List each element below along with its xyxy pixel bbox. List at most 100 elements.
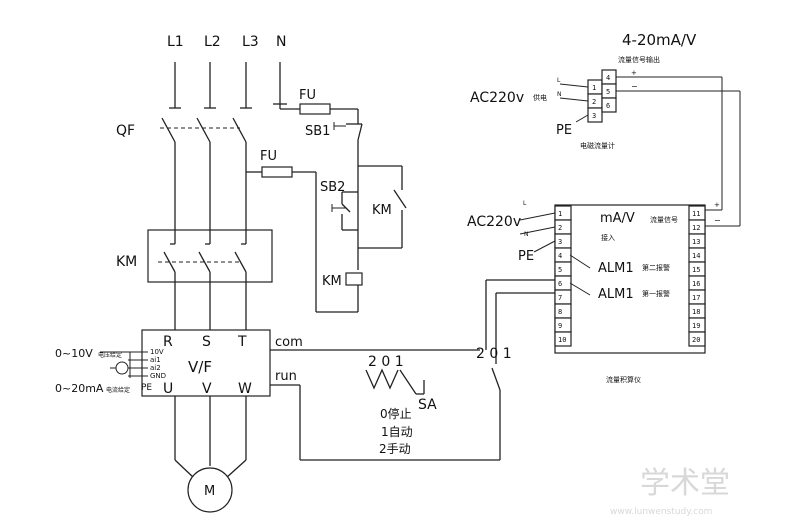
km-coil	[345, 272, 363, 286]
control-circuit	[279, 103, 407, 313]
flowmeter-terminal-block	[587, 69, 617, 123]
fm-term-3: 3	[592, 112, 596, 120]
ctrl-left-term-label-10: 10	[558, 336, 566, 344]
analog-inputs	[100, 351, 148, 378]
watermark-url: www.lunwenstudy.com	[610, 507, 712, 517]
ctrl-left-term-label-6: 6	[558, 280, 562, 288]
flowmeter-wiring	[559, 76, 741, 226]
inverter-box	[141, 329, 271, 397]
fu-top-label: FU	[299, 88, 316, 103]
ctrl-wire-l: L	[523, 200, 527, 207]
voltage-input-label: 0~10V	[55, 347, 93, 360]
ctrl-right-term-label-6: 16	[692, 280, 700, 288]
qf-label: QF	[116, 123, 135, 139]
ctrl-alm1-second: ALM1	[598, 261, 634, 276]
fuse-mid-branch	[246, 166, 317, 230]
inv-w: W	[238, 381, 252, 397]
ctrl-alm1-first-tag: 第一报警	[642, 289, 670, 298]
fm-term-5: 5	[606, 88, 610, 96]
l1-label: L1	[167, 34, 184, 50]
fm-pe: PE	[556, 123, 572, 138]
ctrl-alm1-first: ALM1	[598, 287, 634, 302]
km-coil-label: KM	[322, 274, 342, 289]
ctrl-left-term-label-3: 3	[558, 238, 562, 246]
inv-s: S	[202, 334, 211, 350]
fm-wire-l: L	[557, 77, 561, 84]
fm-plus: +	[631, 69, 637, 77]
inv-term-ai2: ai2	[150, 364, 161, 372]
ctrl-right-term-label-3: 13	[692, 238, 700, 246]
ctrl-left-term-label-9: 9	[558, 322, 562, 330]
inv-term-10v: 10V	[150, 348, 164, 356]
ctrl-left-term-label-4: 4	[558, 252, 562, 260]
inv-v: V	[202, 381, 212, 397]
km-contact-label: KM	[372, 203, 392, 218]
sa-opt-auto: 1自动	[381, 425, 413, 439]
ctrl-pe: PE	[518, 249, 534, 264]
flowmeter-title: 4-20mA/V	[622, 31, 697, 49]
sa-positions-right: 2 0 1	[476, 346, 512, 362]
inv-vf: V/F	[188, 358, 212, 376]
ctrl-left-term-label-5: 5	[558, 266, 562, 274]
ctrl-left-term-label-1: 1	[558, 210, 562, 218]
n-label: N	[276, 34, 286, 50]
ctrl-wire-n: N	[524, 231, 529, 238]
power-lines	[160, 62, 287, 230]
ctrl-caption: 流量积算仪	[606, 375, 641, 384]
ctrl-right-term-label-2: 12	[692, 224, 700, 232]
ctrl-right-term-label-8: 18	[692, 308, 700, 316]
ctrl-left-term-label-2: 2	[558, 224, 562, 232]
ctrl-alm1-second-tag: 第二报警	[642, 263, 670, 272]
ctrl-minus: −	[714, 216, 721, 225]
motor-wiring	[174, 396, 247, 479]
km-main-label: KM	[116, 254, 137, 270]
fu-mid-label: FU	[260, 149, 277, 164]
inv-run: run	[275, 369, 297, 384]
ctrl-right-term-label-9: 19	[692, 322, 700, 330]
sa-positions: 2 0 1	[368, 354, 404, 370]
sb2-label: SB2	[320, 180, 345, 195]
fm-term-2: 2	[592, 98, 596, 106]
ctrl-right-term-label-5: 15	[692, 266, 700, 274]
ctrl-left-term-label-7: 7	[558, 294, 562, 302]
km-main-contacts	[158, 230, 247, 330]
selector-switch	[365, 368, 425, 395]
fm-term-1: 1	[592, 84, 596, 92]
sa-opt-manual: 2手动	[379, 442, 411, 456]
ctrl-plus: +	[714, 201, 720, 209]
current-input-tag: 电流给定	[106, 386, 130, 394]
ctrl-left-term-box-10	[554, 331, 572, 347]
l2-label: L2	[204, 34, 221, 50]
fuse-top	[299, 103, 331, 115]
fm-wire-n: N	[557, 91, 562, 98]
motor	[187, 467, 233, 513]
fm-caption: 电磁流量计	[580, 141, 615, 150]
l3-label: L3	[242, 34, 259, 50]
ctrl-right-term-label-1: 11	[692, 210, 700, 218]
ctrl-right-term-label-10: 20	[692, 336, 700, 344]
fm-ac-label: AC220v	[470, 90, 524, 106]
ctrl-input-tag: 流量信号	[650, 215, 678, 224]
voltage-input-tag: 电压给定	[98, 351, 122, 359]
fuse-mid	[261, 166, 293, 178]
fm-term-4: 4	[606, 74, 610, 82]
controller-box	[554, 204, 706, 354]
ctrl-right-term-box-10	[688, 331, 706, 347]
inv-term-pe: PE	[141, 383, 152, 393]
inv-u: U	[163, 381, 173, 397]
ctrl-input-label: mA/V	[600, 211, 635, 226]
ctrl-right-term-label-7: 17	[692, 294, 700, 302]
current-input-label: 0~20mA	[55, 382, 104, 395]
fm-term-6: 6	[606, 102, 610, 110]
sa-name: SA	[418, 397, 437, 413]
inv-term-gnd: GND	[150, 372, 166, 380]
ctrl-right-term-label-4: 14	[692, 252, 700, 260]
signal-source-icon	[115, 361, 129, 375]
inv-r: R	[163, 334, 173, 350]
com-run-wiring	[270, 279, 560, 461]
inv-term-ai1: ai1	[150, 356, 161, 364]
fm-ac-tag: 供电	[533, 93, 547, 102]
controller-wiring	[519, 209, 740, 296]
